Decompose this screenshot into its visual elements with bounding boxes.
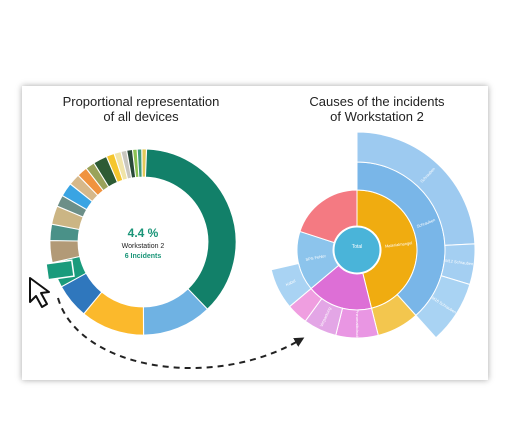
donut-chart	[45, 148, 237, 336]
sunburst-ring1-label-0: Materialmangel	[385, 240, 413, 248]
sunburst-ring2-label-2: Pneumatikdruck	[355, 310, 360, 339]
sunburst-ring3-segment-2[interactable]	[415, 275, 471, 339]
donut-highlighted-slice[interactable]	[45, 259, 75, 281]
sunburst-ring2-segment-5[interactable]	[270, 262, 312, 308]
sunburst-ring2-label-0: Schrauben	[416, 217, 436, 229]
sunburst-center[interactable]	[333, 226, 381, 274]
donut-slice-0[interactable]	[145, 148, 237, 310]
sunburst-center-label: Total	[352, 244, 363, 250]
cursor-icon	[29, 277, 50, 308]
right-chart-title: Causes of the incidents of Workstation 2	[309, 94, 445, 124]
sunburst-ring3-label-1: M12 Schrauben	[445, 258, 474, 266]
sunburst-ring1-label-2: SPS Fehler	[305, 253, 327, 262]
sunburst-ring2-label-5: Kabel	[285, 278, 296, 287]
donut-slice-20[interactable]	[141, 148, 147, 178]
donut-center-count: 6 Incidents	[125, 253, 162, 260]
left-chart-title: Proportional representation of all devic…	[62, 94, 220, 124]
donut-center-value: 4.4 %	[128, 226, 159, 240]
donut-center-name: Workstation 2	[122, 243, 165, 250]
dashed-arrow	[57, 297, 305, 369]
